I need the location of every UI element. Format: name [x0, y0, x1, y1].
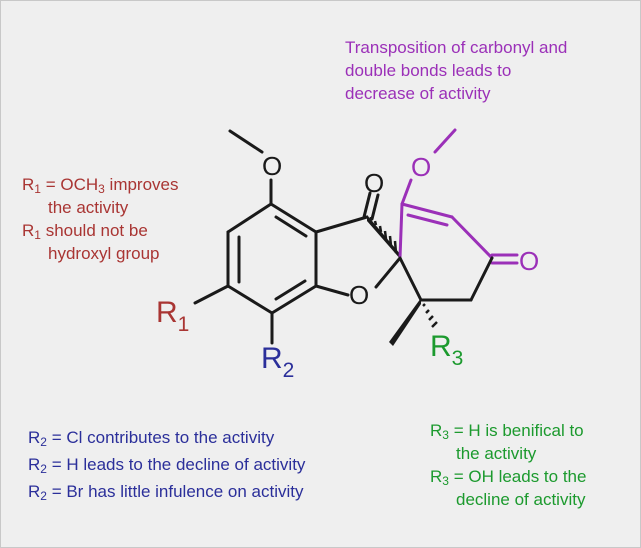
bond-c6p-spiro — [398, 256, 423, 302]
r3-note-line-3: R3 = OH leads to the — [430, 467, 587, 488]
r1-note: R1 = OCH3 improves the activity R1 shoul… — [22, 173, 179, 265]
bond-c2p-ome — [400, 178, 413, 206]
r3-note-line-2: the activity — [456, 444, 537, 463]
bond-wedge-spiro — [367, 215, 402, 261]
bond-c2p-c3p-b — [406, 213, 449, 227]
transposition-note: Transposition of carbonyl and double bon… — [345, 38, 568, 103]
bond-c3p-c4p — [450, 215, 494, 260]
r3-note: R3 = H is benifical to the activity R3 =… — [430, 419, 586, 511]
bond-carbonyl-1b — [370, 193, 380, 221]
bond-benzene-1 — [269, 202, 318, 234]
atom-o-ketone: O — [364, 168, 384, 198]
bond-carbonyl-1a — [362, 191, 372, 219]
r2-note: R2 = Cl contributes to the activity R2 =… — [28, 424, 305, 505]
atom-o-enone: O — [519, 246, 539, 276]
atom-o-methoxy-1: O — [262, 151, 282, 181]
bond-benzene-4 — [226, 284, 274, 315]
bond-hash-r3 — [422, 303, 438, 328]
bond-c4p-c5p — [469, 256, 494, 302]
bond-ome-ch3 — [433, 128, 457, 154]
bond-benzene-3 — [270, 284, 318, 315]
label-r3: R3 — [430, 330, 463, 370]
r3-note-line-1: R3 = H is benifical to — [430, 421, 584, 442]
bond-benzene-inner-2 — [274, 279, 307, 301]
r1-note-line-4: hydroxyl group — [48, 244, 160, 263]
bond-c7a-o1 — [314, 284, 350, 297]
r2-note-line-3: R2 = Br has little infulence on activity — [28, 482, 304, 503]
r2-note-line-1: R2 = Cl contributes to the activity — [28, 428, 275, 449]
bond-benzene-6 — [226, 202, 273, 234]
r1-note-line-3: R1 should not be — [22, 221, 148, 242]
r3-note-line-4: decline of activity — [456, 490, 586, 509]
bond-c3a-c3 — [314, 215, 369, 234]
bond-wedge-methyl — [389, 298, 421, 346]
r2-note-line-2: R2 = H leads to the decline of activity — [28, 455, 306, 476]
bond-o1-spiro — [374, 256, 402, 289]
bond-r1 — [193, 284, 230, 305]
atom-o-ring: O — [349, 280, 369, 310]
atom-o-methoxy-2: O — [411, 152, 431, 182]
bond-hash-spiro — [369, 217, 398, 254]
r1-note-line-1: R1 = OCH3 improves — [22, 175, 179, 196]
bond-benzene-inner-1 — [274, 215, 308, 238]
r1-note-line-2: the activity — [48, 198, 129, 217]
bond-spiro-c2p — [398, 202, 404, 260]
label-r2: R2 — [261, 342, 294, 382]
label-r1: R1 — [156, 296, 189, 336]
bond-o-ch3-methoxy-1 — [228, 129, 264, 154]
bond-c2p-c3p-a — [400, 202, 454, 219]
